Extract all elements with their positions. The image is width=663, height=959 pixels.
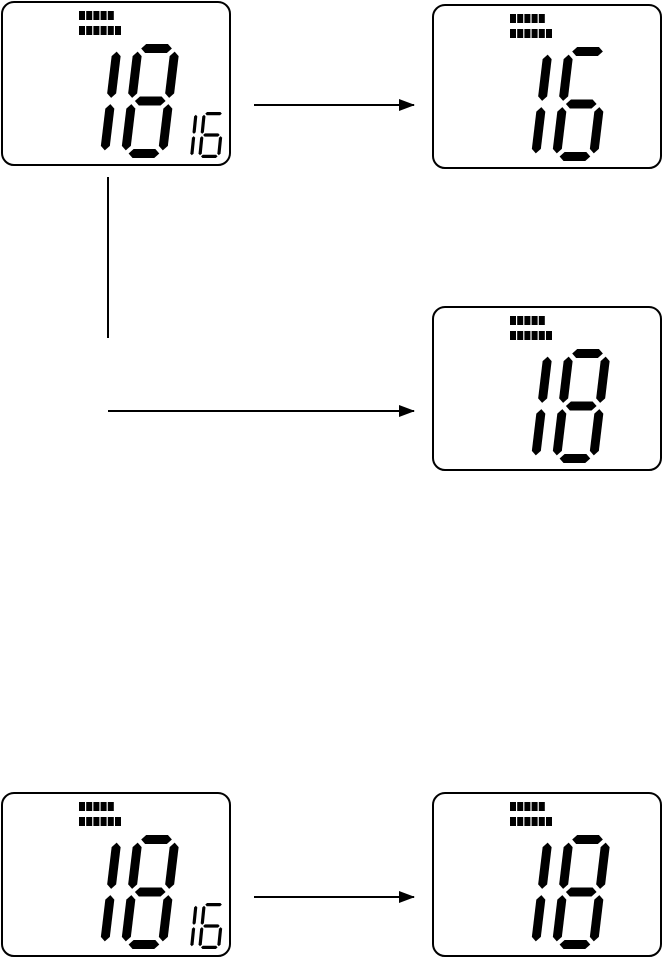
display-4-bar-0-2 (93, 802, 99, 811)
display-4-bar-0-3 (101, 802, 107, 811)
display-4-main-digit-1-seg-a (141, 835, 172, 844)
display-4-bar-1-1 (86, 817, 92, 826)
display-5 (433, 793, 661, 956)
display-1-bar-0-4 (108, 11, 114, 20)
display-4-bar-0-1 (86, 802, 92, 811)
display-2-main-digit-1-seg-g (566, 100, 597, 109)
display-1-sub-digit-1-seg-g (203, 133, 220, 136)
display-1 (2, 2, 230, 165)
display-4-bar-1-2 (93, 817, 99, 826)
display-1-sub-digit-1-seg-d (201, 155, 218, 158)
display-2-bar-0-2 (524, 14, 530, 23)
display-3-bar-0-4 (539, 316, 545, 325)
display-2-bar-1-0 (510, 29, 516, 38)
display-4-bar-0-0 (79, 802, 85, 811)
display-5-bar-0-3 (532, 802, 538, 811)
display-4-bar-1-0 (79, 817, 85, 826)
display-1-main-digit-1-seg-a (141, 44, 172, 53)
display-5-bar-0-2 (524, 802, 530, 811)
display-5-bar-1-3 (532, 817, 538, 826)
display-2-bar-0-0 (510, 14, 516, 23)
display-3-bar-0-1 (517, 316, 523, 325)
display-2-bar-0-4 (539, 14, 545, 23)
display-1-bar-1-5 (115, 26, 121, 35)
display-5-bar-1-0 (510, 817, 516, 826)
display-3-bar-1-3 (532, 331, 538, 340)
display-2-bar-1-5 (546, 29, 552, 38)
display-2-bar-0-3 (532, 14, 538, 23)
display-1-bar-1-4 (108, 26, 114, 35)
display-1-bar-0-0 (79, 11, 85, 20)
display-4-main-digit-1-seg-g (135, 888, 166, 897)
display-4-sub-digit-1-seg-g (203, 924, 220, 927)
display-4-sub-digit-1-seg-d (201, 946, 218, 949)
display-5-bar-0-4 (539, 802, 545, 811)
display-4-bar-1-3 (101, 817, 107, 826)
display-1-main-digit-1-seg-d (129, 149, 160, 158)
display-5-bar-0-1 (517, 802, 523, 811)
display-5-bar-1-4 (539, 817, 545, 826)
display-1-main-digit-1-seg-g (135, 97, 166, 106)
display-4-bar-0-4 (108, 802, 114, 811)
display-1-bar-0-1 (86, 11, 92, 20)
display-4-sub-digit-1-seg-a (205, 903, 222, 906)
display-3-main-digit-1-seg-a (572, 349, 603, 358)
display-5-bar-1-2 (524, 817, 530, 826)
display-2 (433, 5, 661, 168)
display-3-bar-1-5 (546, 331, 552, 340)
display-5-bar-1-1 (517, 817, 523, 826)
display-3-bar-1-0 (510, 331, 516, 340)
display-5-main-digit-1-seg-g (566, 888, 597, 897)
display-1-bar-1-1 (86, 26, 92, 35)
display-3-bar-1-1 (517, 331, 523, 340)
display-2-bar-1-2 (524, 29, 530, 38)
display-2-main-digit-1-seg-a (572, 47, 603, 56)
display-3-bar-0-2 (524, 316, 530, 325)
display-1-bar-0-3 (101, 11, 107, 20)
display-2-bar-0-1 (517, 14, 523, 23)
display-1-bar-1-3 (101, 26, 107, 35)
display-4-bar-1-5 (115, 817, 121, 826)
display-5-main-digit-1-seg-d (560, 940, 591, 949)
display-4-bar-1-4 (108, 817, 114, 826)
display-1-bar-1-0 (79, 26, 85, 35)
display-5-main-digit-1-seg-a (572, 835, 603, 844)
display-3-main-digit-1-seg-d (560, 454, 591, 463)
display-2-bar-1-1 (517, 29, 523, 38)
display-3-bar-1-4 (539, 331, 545, 340)
display-3 (433, 307, 661, 470)
display-5-bar-1-5 (546, 817, 552, 826)
display-2-bar-1-3 (532, 29, 538, 38)
display-4-main-digit-1-seg-d (129, 940, 160, 949)
display-2-main-digit-1-seg-d (560, 152, 591, 161)
display-3-bar-0-3 (532, 316, 538, 325)
display-2-bar-1-4 (539, 29, 545, 38)
display-3-bar-0-0 (510, 316, 516, 325)
display-4 (2, 793, 230, 956)
display-3-main-digit-1-seg-g (566, 402, 597, 411)
display-1-bar-1-2 (93, 26, 99, 35)
display-1-sub-digit-1-seg-a (205, 112, 222, 115)
display-1-bar-0-2 (93, 11, 99, 20)
display-3-bar-1-2 (524, 331, 530, 340)
display-5-bar-0-0 (510, 802, 516, 811)
